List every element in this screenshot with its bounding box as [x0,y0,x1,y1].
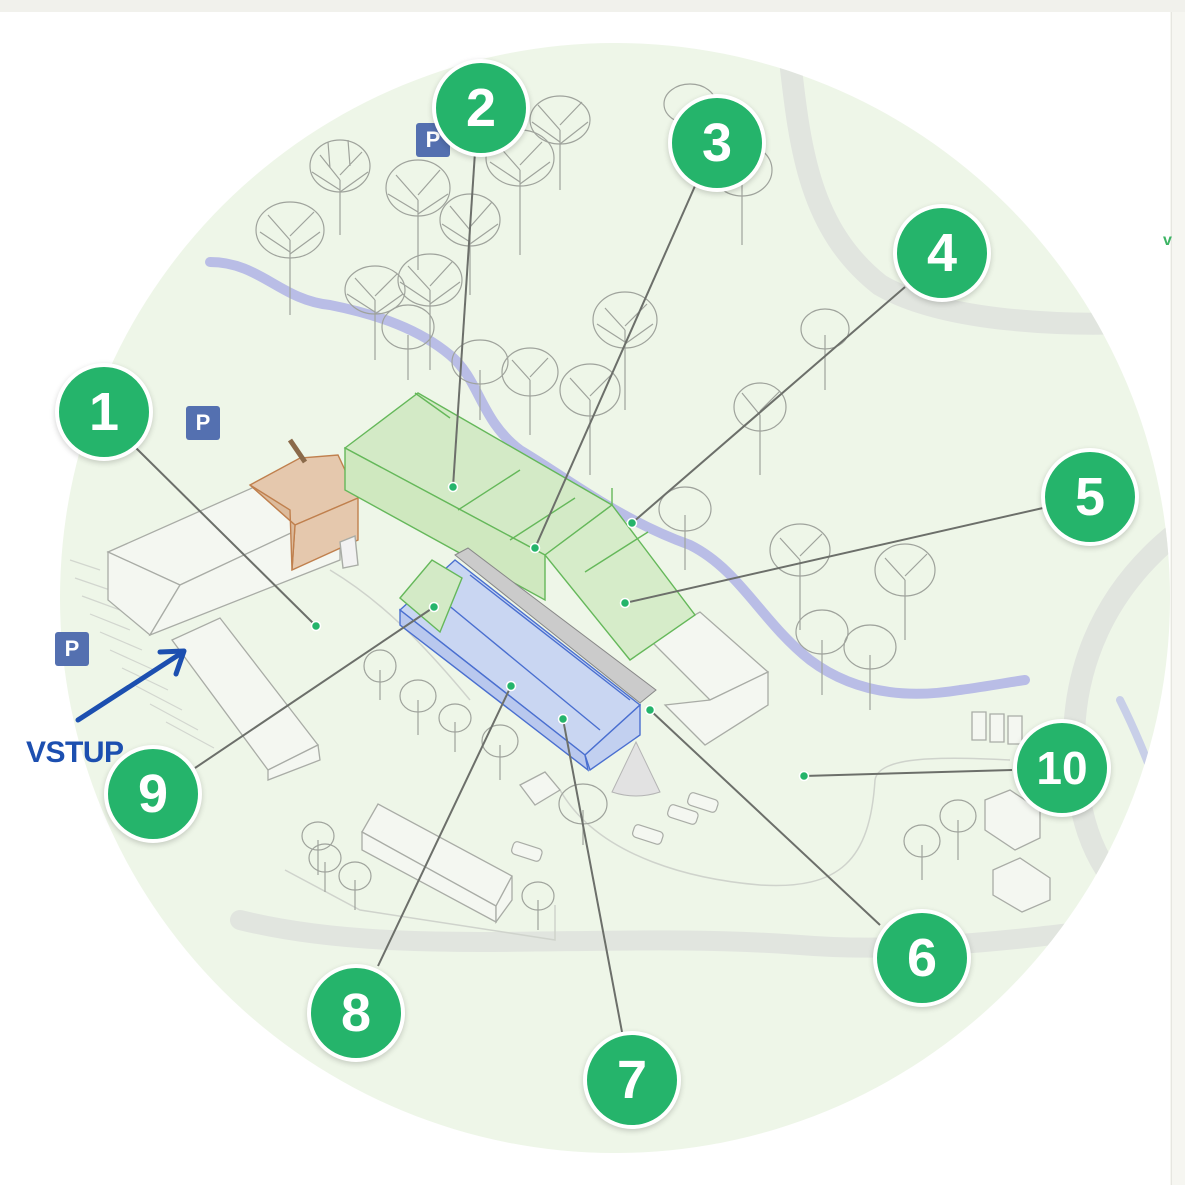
entry-hatching [69,559,215,749]
map-pin-9[interactable]: 9 [104,745,202,843]
blue-building [398,559,642,772]
edge-mark: v [1163,232,1172,249]
map-pin-2[interactable]: 2 [432,59,530,157]
outline-buildings [106,479,1051,924]
right-strip [1170,12,1185,1185]
tent [611,740,661,797]
map-pin-4[interactable]: 4 [893,204,991,302]
green-annex [399,559,463,634]
parking-icon: P [186,406,220,440]
right-divider [1171,12,1172,1185]
map-pin-10[interactable]: 10 [1013,719,1111,817]
map-pin-1[interactable]: 1 [55,363,153,461]
parking-icon: P [55,632,89,666]
entry-arrow [75,648,187,723]
map-pin-3[interactable]: 3 [668,94,766,192]
map-pin-7[interactable]: 7 [583,1031,681,1129]
top-strip [0,0,1185,12]
brown-building [248,438,359,572]
cars [511,792,719,862]
map-pin-6[interactable]: 6 [873,909,971,1007]
green-building [343,392,696,661]
target-dots [310,481,810,782]
entry-label: VSTUP [26,736,124,769]
grey-roof [454,547,657,704]
leader-lines [134,151,1044,1033]
map-pin-8[interactable]: 8 [307,964,405,1062]
map-pin-5[interactable]: 5 [1041,448,1139,546]
